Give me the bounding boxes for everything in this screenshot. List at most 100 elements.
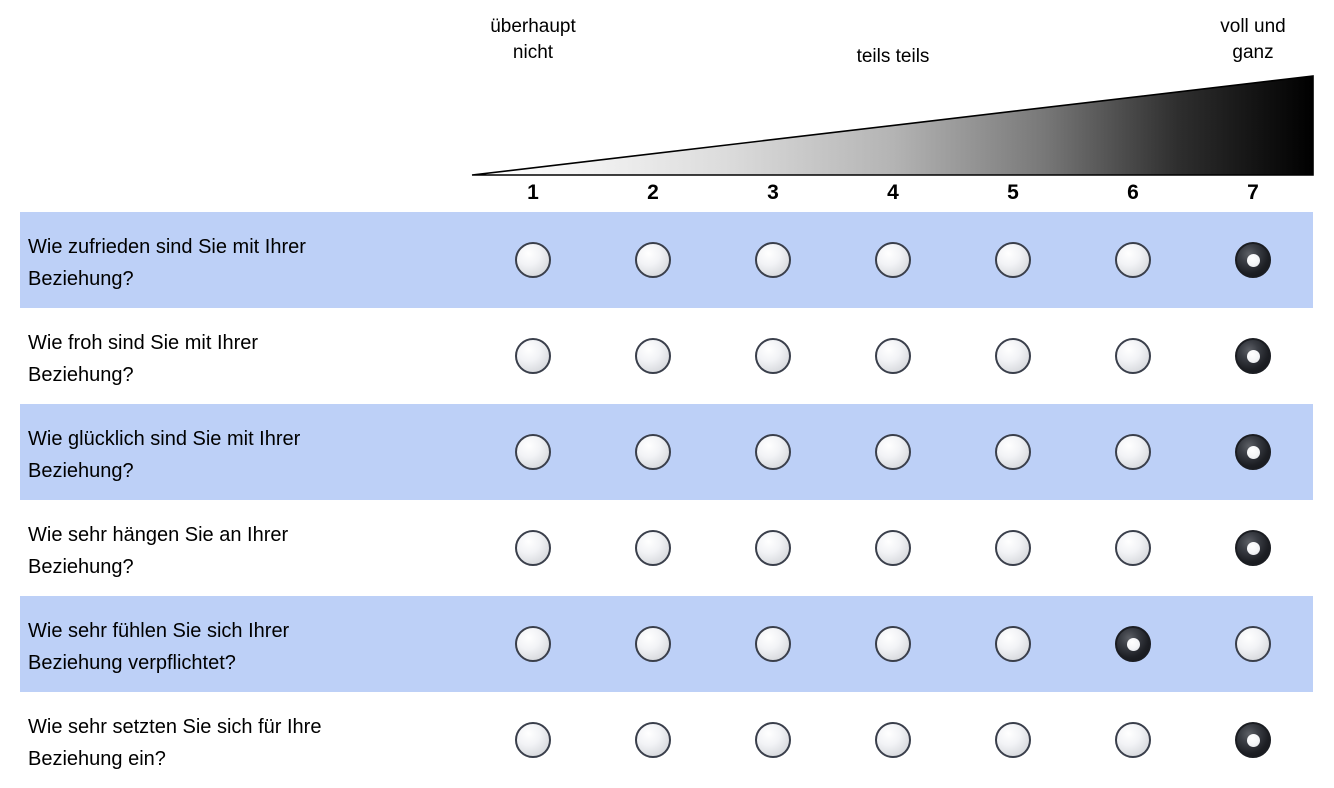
radio-unselected-icon[interactable] bbox=[635, 530, 671, 566]
radio-unselected-icon[interactable] bbox=[875, 338, 911, 374]
radio-unselected-icon[interactable] bbox=[635, 626, 671, 662]
scale-anchor-high: voll und ganz bbox=[1220, 16, 1286, 63]
question-row: Wie sehr fühlen Sie sich Ihrer Beziehung… bbox=[0, 596, 1334, 692]
radio-unselected-icon[interactable] bbox=[1115, 530, 1151, 566]
radio-option-3[interactable] bbox=[755, 338, 791, 374]
radio-option-3[interactable] bbox=[755, 530, 791, 566]
question-label: Wie froh sind Sie mit Ihrer Beziehung? bbox=[28, 332, 259, 386]
radio-unselected-icon[interactable] bbox=[1115, 338, 1151, 374]
radio-unselected-icon[interactable] bbox=[515, 242, 551, 278]
radio-option-5[interactable] bbox=[995, 722, 1031, 758]
radio-unselected-icon[interactable] bbox=[995, 434, 1031, 470]
scale-point-2: 2 bbox=[647, 181, 659, 204]
scale-point-3: 3 bbox=[767, 181, 779, 204]
radio-unselected-icon[interactable] bbox=[755, 530, 791, 566]
radio-option-5[interactable] bbox=[995, 530, 1031, 566]
radio-option-5[interactable] bbox=[995, 242, 1031, 278]
radio-option-3[interactable] bbox=[755, 434, 791, 470]
radio-option-2[interactable] bbox=[635, 626, 671, 662]
scale-anchor-mid: teils teils bbox=[856, 46, 930, 67]
radio-unselected-icon[interactable] bbox=[755, 434, 791, 470]
radio-unselected-icon[interactable] bbox=[635, 338, 671, 374]
radio-option-1[interactable] bbox=[515, 434, 551, 470]
radio-option-2[interactable] bbox=[635, 722, 671, 758]
radio-option-6[interactable] bbox=[1115, 530, 1151, 566]
radio-option-1[interactable] bbox=[515, 338, 551, 374]
radio-unselected-icon[interactable] bbox=[1115, 434, 1151, 470]
radio-unselected-icon[interactable] bbox=[515, 338, 551, 374]
radio-option-5[interactable] bbox=[995, 434, 1031, 470]
radio-option-5[interactable] bbox=[995, 338, 1031, 374]
radio-unselected-icon[interactable] bbox=[995, 722, 1031, 758]
question-label: Wie sehr hängen Sie an Ihrer Beziehung? bbox=[28, 524, 289, 578]
radio-unselected-icon[interactable] bbox=[1115, 242, 1151, 278]
radio-unselected-icon[interactable] bbox=[755, 722, 791, 758]
radio-unselected-icon[interactable] bbox=[635, 434, 671, 470]
radio-selected-icon[interactable] bbox=[1235, 530, 1271, 566]
radio-unselected-icon[interactable] bbox=[635, 722, 671, 758]
radio-option-7[interactable] bbox=[1235, 530, 1271, 566]
question-row: Wie sehr setzten Sie sich für Ihre Bezie… bbox=[0, 692, 1334, 788]
radio-selected-icon[interactable] bbox=[1235, 242, 1271, 278]
question-label: Wie zufrieden sind Sie mit Ihrer Beziehu… bbox=[28, 236, 306, 290]
radio-unselected-icon[interactable] bbox=[1235, 626, 1271, 662]
scale-point-1: 1 bbox=[527, 181, 539, 204]
radio-unselected-icon[interactable] bbox=[1115, 722, 1151, 758]
radio-option-4[interactable] bbox=[875, 338, 911, 374]
question-label: Wie sehr fühlen Sie sich Ihrer Beziehung… bbox=[28, 620, 290, 674]
radio-option-7[interactable] bbox=[1235, 242, 1271, 278]
radio-unselected-icon[interactable] bbox=[995, 530, 1031, 566]
radio-option-2[interactable] bbox=[635, 530, 671, 566]
radio-option-2[interactable] bbox=[635, 242, 671, 278]
radio-option-3[interactable] bbox=[755, 722, 791, 758]
radio-unselected-icon[interactable] bbox=[875, 722, 911, 758]
radio-option-1[interactable] bbox=[515, 242, 551, 278]
radio-option-6[interactable] bbox=[1115, 242, 1151, 278]
radio-unselected-icon[interactable] bbox=[515, 626, 551, 662]
radio-option-7[interactable] bbox=[1235, 722, 1271, 758]
radio-unselected-icon[interactable] bbox=[755, 626, 791, 662]
radio-option-5[interactable] bbox=[995, 626, 1031, 662]
radio-option-4[interactable] bbox=[875, 434, 911, 470]
radio-unselected-icon[interactable] bbox=[755, 242, 791, 278]
radio-selected-icon[interactable] bbox=[1235, 434, 1271, 470]
radio-option-1[interactable] bbox=[515, 722, 551, 758]
question-matrix: Wie zufrieden sind Sie mit Ihrer Beziehu… bbox=[0, 212, 1334, 788]
radio-unselected-icon[interactable] bbox=[995, 626, 1031, 662]
radio-unselected-icon[interactable] bbox=[875, 626, 911, 662]
radio-unselected-icon[interactable] bbox=[515, 434, 551, 470]
radio-unselected-icon[interactable] bbox=[875, 242, 911, 278]
radio-option-3[interactable] bbox=[755, 626, 791, 662]
radio-option-7[interactable] bbox=[1235, 434, 1271, 470]
radio-option-4[interactable] bbox=[875, 530, 911, 566]
radio-option-6[interactable] bbox=[1115, 722, 1151, 758]
radio-unselected-icon[interactable] bbox=[995, 242, 1031, 278]
radio-option-7[interactable] bbox=[1235, 626, 1271, 662]
radio-unselected-icon[interactable] bbox=[515, 530, 551, 566]
radio-unselected-icon[interactable] bbox=[875, 434, 911, 470]
scale-gradient-wedge bbox=[470, 74, 1315, 178]
radio-option-4[interactable] bbox=[875, 722, 911, 758]
radio-unselected-icon[interactable] bbox=[995, 338, 1031, 374]
radio-option-2[interactable] bbox=[635, 338, 671, 374]
radio-option-2[interactable] bbox=[635, 434, 671, 470]
radio-selected-icon[interactable] bbox=[1115, 626, 1151, 662]
radio-option-6[interactable] bbox=[1115, 338, 1151, 374]
question-row: Wie froh sind Sie mit Ihrer Beziehung? bbox=[0, 308, 1334, 404]
radio-option-1[interactable] bbox=[515, 530, 551, 566]
radio-option-3[interactable] bbox=[755, 242, 791, 278]
radio-option-7[interactable] bbox=[1235, 338, 1271, 374]
radio-selected-icon[interactable] bbox=[1235, 338, 1271, 374]
radio-unselected-icon[interactable] bbox=[755, 338, 791, 374]
radio-option-1[interactable] bbox=[515, 626, 551, 662]
radio-option-4[interactable] bbox=[875, 242, 911, 278]
radio-option-4[interactable] bbox=[875, 626, 911, 662]
radio-unselected-icon[interactable] bbox=[515, 722, 551, 758]
radio-selected-icon[interactable] bbox=[1235, 722, 1271, 758]
radio-option-6[interactable] bbox=[1115, 434, 1151, 470]
radio-option-6[interactable] bbox=[1115, 626, 1151, 662]
question-row: Wie glücklich sind Sie mit Ihrer Beziehu… bbox=[0, 404, 1334, 500]
scale-point-6: 6 bbox=[1127, 181, 1139, 204]
radio-unselected-icon[interactable] bbox=[875, 530, 911, 566]
radio-unselected-icon[interactable] bbox=[635, 242, 671, 278]
